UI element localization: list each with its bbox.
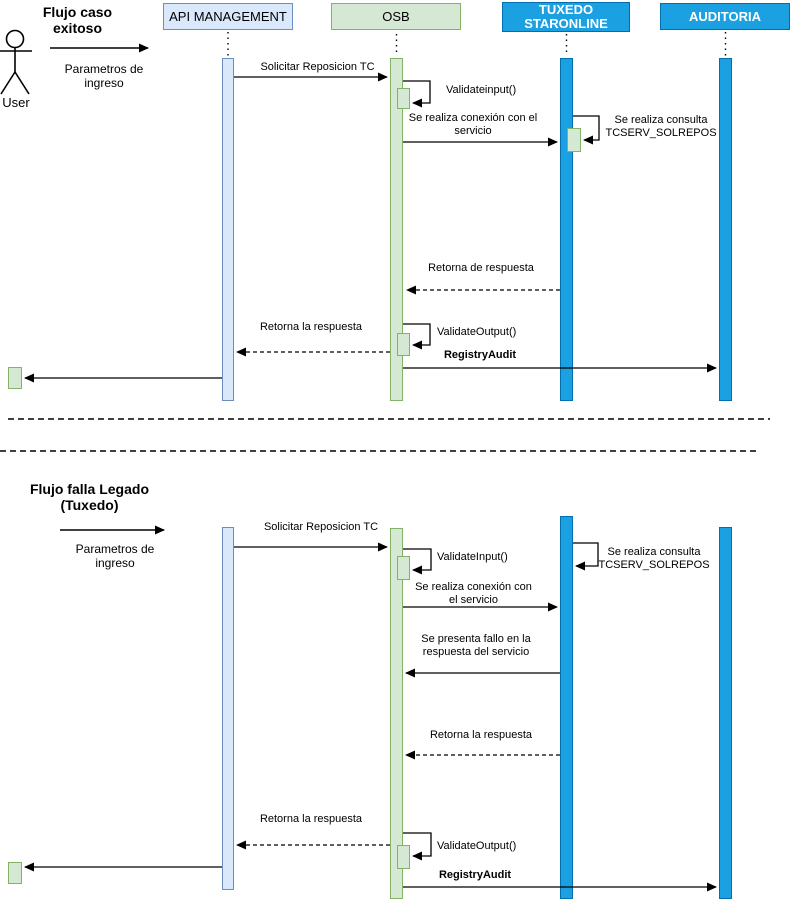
label-consulta-flow2: Se realiza consulta TCSERV_SOLREPOS — [598, 546, 710, 571]
user-actor-label: User — [2, 95, 30, 110]
lifeline-dotted-lines — [228, 32, 726, 56]
lifeline-header-osb: OSB — [331, 3, 461, 30]
activation-bar-api-flow1 — [222, 58, 234, 401]
activation-bar-tuxedo-flow2 — [560, 516, 573, 899]
activation-bar-auditoria-flow2 — [719, 527, 732, 899]
label-conexion-flow1: Se realiza conexión con el servicio — [408, 112, 538, 137]
activation-bar-tuxedo-flow1 — [560, 58, 573, 401]
activation-bar-auditoria-flow1 — [719, 58, 732, 401]
lifeline-header-tuxedo-staronline: TUXEDO STARONLINE — [502, 2, 630, 32]
label-retorna-la-respuesta-flow1: Retorna la respuesta — [259, 321, 363, 333]
label-validateoutput-flow2: ValidateOutput() — [437, 840, 517, 852]
user-actor-icon — [0, 31, 32, 95]
user-return-box-flow1 — [8, 367, 22, 389]
label-registryaudit-flow1: RegistryAudit — [443, 349, 517, 361]
flow1-title: Flujo caso exitoso — [42, 4, 113, 36]
label-fallo-flow2: Se presenta fallo en la respuesta del se… — [421, 633, 531, 658]
flow1-params-label: Parametros de ingreso — [64, 62, 144, 90]
label-retorna-api-flow2: Retorna la respuesta — [259, 813, 363, 825]
nested-activation-validateoutput-flow1 — [397, 333, 410, 356]
label-consulta-flow1: Se realiza consulta TCSERV_SOLREPOS — [605, 114, 717, 139]
activation-bar-osb-flow1 — [390, 58, 403, 401]
label-validateinput-flow1: Validateinput() — [446, 84, 517, 96]
flow2-params-label: Parametros de ingreso — [75, 542, 155, 570]
label-registryaudit-flow2: RegistryAudit — [438, 869, 512, 881]
nested-activation-validateinput-flow1 — [397, 88, 410, 109]
label-retorna-de-respuesta-flow1: Retorna de respuesta — [428, 262, 534, 274]
lifeline-header-auditoria: AUDITORIA — [660, 3, 790, 30]
nested-activation-validateoutput-flow2 — [397, 845, 410, 869]
label-validateoutput-flow1: ValidateOutput() — [437, 326, 517, 338]
label-validateinput-flow2: ValidateInput() — [437, 551, 508, 563]
activation-bar-osb-flow2 — [390, 528, 403, 899]
label-solicitar-flow2: Solicitar Reposicion TC — [263, 521, 379, 533]
flow2-title: Flujo falla Legado (Tuxedo) — [29, 481, 149, 513]
lifeline-header-api-management: API MANAGEMENT — [163, 3, 293, 30]
label-solicitar-flow1: Solicitar Reposicion TC — [260, 61, 375, 73]
nested-activation-consulta-flow1 — [567, 128, 581, 152]
activation-bar-api-flow2 — [222, 527, 234, 890]
label-conexion-flow2: Se realiza conexión con el servicio — [415, 581, 532, 606]
label-retorna-tuxedo-flow2: Retorna la respuesta — [429, 729, 533, 741]
actor-leg-right — [15, 72, 29, 94]
actor-leg-left — [1, 72, 15, 94]
user-return-box-flow2 — [8, 862, 22, 884]
nested-activation-validateinput-flow2 — [397, 556, 410, 580]
